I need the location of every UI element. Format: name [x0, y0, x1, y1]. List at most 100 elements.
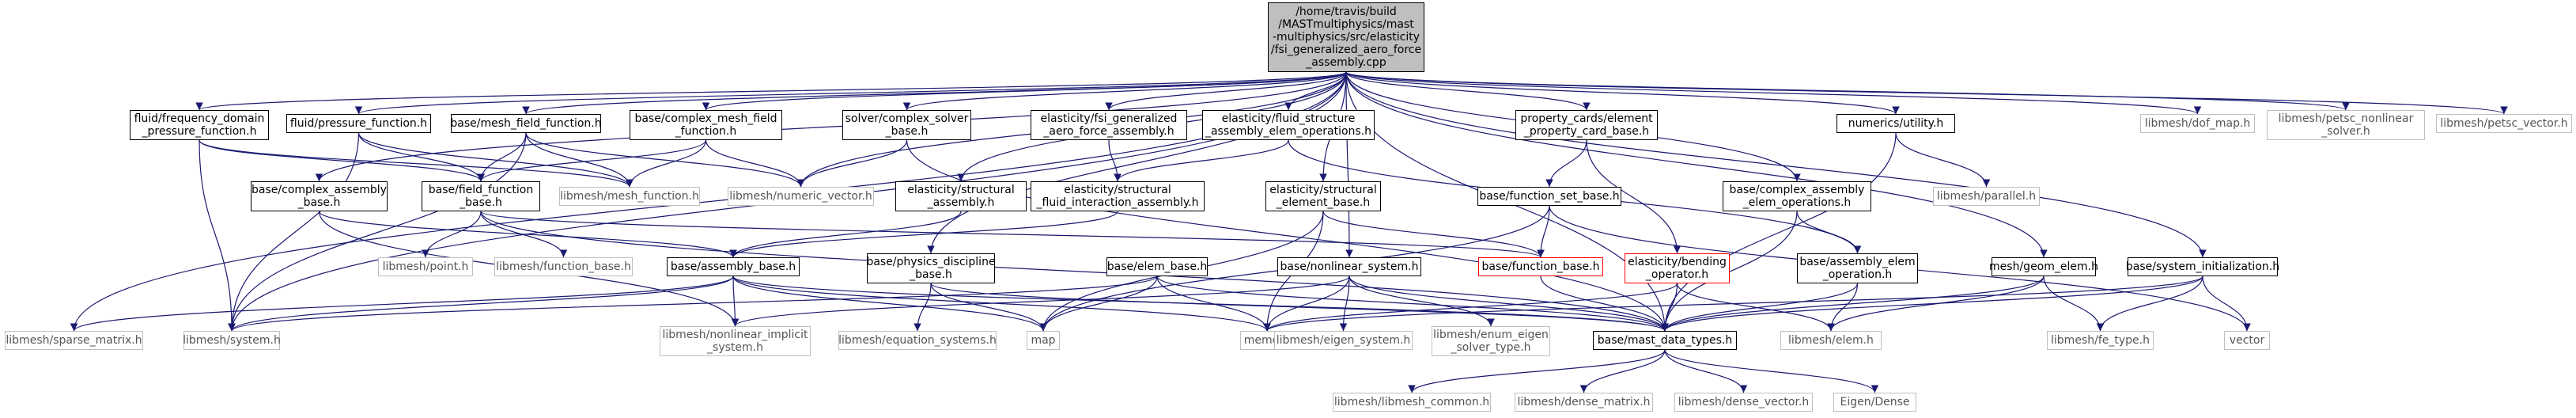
edge-n_fpf-to-n_bff: [357, 132, 485, 182]
node-base-assembly-base[interactable]: base/assembly_base.h: [667, 257, 800, 276]
node-base-function-set-base[interactable]: base/function_set_base.h: [1477, 187, 1621, 206]
edge-n_esf-to-n_bab: [729, 211, 1118, 258]
node-base-complex-assembly-elem-operations[interactable]: base/complex_assembly _elem_operations.h: [1723, 181, 1871, 211]
node-libmesh-petsc-nonlinear-solver[interactable]: libmesh/petsc_nonlinear _solver.h: [2267, 110, 2425, 140]
node-elasticity-structural-fluid-interaction-assembly[interactable]: elasticity/structural _fluid_interaction…: [1031, 181, 1205, 211]
edge-n_ffd-to-n_bff: [199, 139, 485, 182]
node-base-mesh-field-function[interactable]: base/mesh_field_function.h: [450, 114, 602, 133]
node-libmesh-enum-eigen-solver-type[interactable]: libmesh/enum_eigen _solver_type.h: [1432, 326, 1550, 356]
node-libmesh-petsc-vector[interactable]: libmesh/petsc_vector.h: [2436, 114, 2572, 133]
edge-n_ese-to-n_bfb: [1322, 211, 1545, 258]
node-numerics-utility[interactable]: numerics/utility.h: [1836, 114, 1955, 133]
edge-n_bfs-to-n_bfb: [1537, 205, 1550, 258]
edge-n_nut-to-n_bmd: [1661, 132, 1897, 332]
edge-n_bmf-to-n_lsy: [228, 132, 527, 332]
node-libmesh-numeric-vector[interactable]: libmesh/numeric_vector.h: [728, 187, 874, 206]
edge-n_bff-to-n_lpt: [422, 211, 482, 258]
node-libmesh-mesh-function[interactable]: libmesh/mesh_function.h: [559, 187, 700, 206]
node-base-nonlinear-system[interactable]: base/nonlinear_system.h: [1277, 257, 1421, 276]
edge-n_bae-to-n_bmd: [1661, 283, 1859, 332]
node-base-system-initialization[interactable]: base/system_initialization.h: [2126, 257, 2279, 276]
edge-n_bsi-to-n_bmd: [1661, 276, 2203, 332]
edge-n_ffd-to-n_lsy: [199, 139, 236, 332]
edge-root-to-n_bcmf: [702, 71, 1347, 111]
edge-n_bpd-to-n_les: [914, 283, 932, 332]
node-libmesh-fe-type[interactable]: libmesh/fe_type.h: [2047, 331, 2154, 350]
node-libmesh-eigen-system[interactable]: libmesh/eigen_system.h: [1274, 331, 1413, 350]
node-elasticity-structural-assembly[interactable]: elasticity/structural _assembly.h: [895, 181, 1027, 211]
edge-n_pcs-to-n_bfs: [1545, 139, 1587, 188]
edge-n_bns-to-n_lei: [1339, 276, 1350, 332]
node-elasticity-fsi-generalized-aero-force-assembly[interactable]: elasticity/fsi_generalized _aero_force_a…: [1031, 110, 1187, 140]
edge-root-to-n_efg: [1105, 71, 1347, 111]
edge-root-to-n_dof: [1345, 71, 2201, 115]
edge-n_bcmf-to-n_lmf: [626, 139, 707, 188]
node-base-elem-base[interactable]: base/elem_base.h: [1106, 257, 1208, 276]
node-elasticity-fluid-structure-assembly-elem-operations[interactable]: elasticity/fluid_structure _assembly_ele…: [1202, 110, 1375, 140]
edge-n_bmd-to-n_eig: [1664, 349, 1879, 393]
node-base-physics-discipline-base[interactable]: base/physics_discipline _base.h: [866, 253, 996, 283]
node-libmesh-elem[interactable]: libmesh/elem.h: [1780, 331, 1882, 350]
edge-n_ebo-to-n_lel: [1676, 283, 1835, 332]
edge-n_efs-to-n_esf: [1114, 139, 1289, 182]
node-vector[interactable]: vector: [2224, 331, 2270, 350]
edge-root-to-n_bns: [1345, 71, 1353, 258]
edge-root-to-n_scs: [902, 71, 1347, 111]
node-libmesh-parallel[interactable]: libmesh/parallel.h: [1933, 187, 2040, 206]
node-libmesh-dense-vector[interactable]: libmesh/dense_vector.h: [1674, 393, 1813, 412]
edge-n_beb-to-n_bmd: [1156, 276, 1669, 332]
edge-n_ebo-to-n_mem: [1263, 283, 1678, 332]
node-mesh-geom-elem[interactable]: mesh/geom_elem.h: [1989, 257, 2098, 276]
node-solver-complex-solver-base[interactable]: solver/complex_solver _base.h: [842, 110, 971, 140]
node-base-assembly-elem-operation[interactable]: base/assembly_elem _operation.h: [1797, 253, 1918, 283]
edge-n_bmf-to-n_lmf: [525, 132, 634, 188]
edge-n_bab-to-n_lni: [731, 276, 740, 327]
edge-n_bfb-to-n_bmd: [1540, 276, 1669, 332]
node-libmesh-system[interactable]: libmesh/system.h: [183, 331, 281, 350]
node-eigen-dense[interactable]: Eigen/Dense: [1833, 393, 1916, 412]
edge-n_scs-to-n_lnv: [796, 139, 908, 188]
node-libmesh-sparse-matrix[interactable]: libmesh/sparse_matrix.h: [5, 331, 143, 350]
edge-n_bcae-to-n_bmd: [1661, 211, 1798, 332]
edge-n_bff-to-n_lfb: [480, 211, 568, 258]
node-property-cards-element-property-card-base[interactable]: property_cards/element _property_card_ba…: [1515, 110, 1658, 140]
edge-n_bab-to-n_map: [732, 276, 1047, 332]
node-elasticity-structural-element-base[interactable]: elasticity/structural _element_base.h: [1265, 181, 1381, 211]
edge-n_bab-to-n_mem: [732, 276, 1271, 332]
node-libmesh-nonlinear-implicit-system[interactable]: libmesh/nonlinear_implicit _system.h: [660, 326, 811, 356]
node-base-mast-data-types[interactable]: base/mast_data_types.h: [1593, 331, 1737, 350]
node-libmesh-dof-map[interactable]: libmesh/dof_map.h: [2140, 114, 2255, 133]
node-libmesh-function-base[interactable]: libmesh/function_base.h: [494, 257, 633, 276]
node-map[interactable]: map: [1027, 331, 1060, 350]
edge-n_beb-to-n_lsy: [228, 276, 1158, 332]
edge-n_bns-to-n_lee: [1349, 276, 1495, 327]
node-fluid-pressure-function[interactable]: fluid/pressure_function.h: [286, 114, 431, 133]
edge-root-to-n_nut: [1345, 71, 1900, 115]
edge-root-to-n_bpd: [927, 71, 1347, 254]
node-base-complex-assembly-base[interactable]: base/complex_assembly _base.h: [251, 181, 388, 211]
node-libmesh-equation-systems[interactable]: libmesh/equation_systems.h: [838, 331, 997, 350]
node-base-field-function-base[interactable]: base/field_function _base.h: [422, 181, 540, 211]
node-base-complex-mesh-field-function[interactable]: base/complex_mesh_field _function.h: [630, 110, 782, 140]
edge-n_bcae-to-n_bae: [1796, 211, 1862, 254]
edge-n_bmd-to-n_ldv: [1664, 349, 1748, 393]
edge-root-to-n_mge: [1345, 71, 2048, 258]
node-base-function-base[interactable]: base/function_base.h: [1478, 257, 1603, 276]
node-libmesh-libmesh-common[interactable]: libmesh/libmesh_common.h: [1333, 393, 1491, 412]
node-fluid-frequency-domain-pressure-function[interactable]: fluid/frequency_domain _pressure_functio…: [130, 110, 269, 140]
edge-root-to-n_bsi: [1345, 71, 2207, 258]
edge-n_bcmf-to-n_lnv: [705, 139, 805, 188]
edge-n_fpf-to-n_lsy: [228, 132, 360, 332]
edge-n_esa-to-n_bab: [729, 211, 962, 258]
node-elasticity-bending-operator[interactable]: elasticity/bending _operator.h: [1625, 253, 1730, 283]
edge-n_bcmf-to-n_bff: [477, 139, 707, 182]
edge-n_pcs-to-n_ebo: [1586, 139, 1681, 254]
edge-n_bae-to-n_lel: [1827, 283, 1859, 332]
edge-n_bsi-to-n_mem: [1263, 276, 2203, 332]
node-libmesh-point[interactable]: libmesh/point.h: [378, 257, 473, 276]
node-libmesh-dense-matrix[interactable]: libmesh/dense_matrix.h: [1515, 393, 1653, 412]
edge-root-to-n_fpf: [355, 71, 1347, 115]
edge-n_mge-to-n_lft: [2043, 276, 2105, 332]
